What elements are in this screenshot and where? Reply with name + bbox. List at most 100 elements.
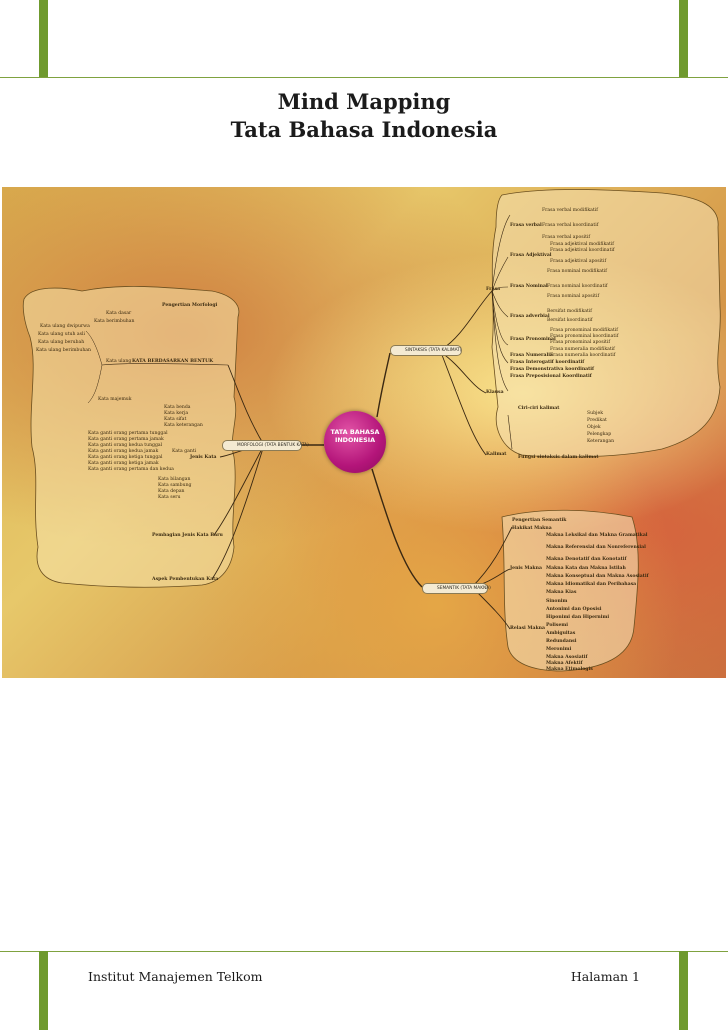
node-jenis-makna: Jenis Makna — [510, 566, 542, 571]
ganti-5: Kata ganti orang ketiga tunggal — [88, 455, 163, 460]
makna-1: Makna Leksikal dan Makna Gramatikal — [546, 533, 648, 538]
relasi-10: Makna Etimologis — [546, 667, 593, 672]
node-ciri-kalimat: Ciri-ciri kalimat — [518, 406, 560, 411]
header-rule — [0, 77, 728, 78]
detail-num-2: Frasa numeralia koordinatif — [550, 353, 616, 358]
detail-num-1: Frasa numeralia modifikatif — [550, 347, 615, 352]
node-kata-ulang: Kata ulang — [106, 359, 132, 364]
relasi-9: Makna Afektif — [546, 661, 583, 666]
central-topic-node — [324, 411, 386, 473]
node-pembagian: Pembagian Jenis Kata Baru — [152, 533, 223, 538]
node-frasa-demonstrativa: Frasa Demonstrativa koordinatif — [510, 367, 594, 372]
jenis-6: Kata bilangan — [158, 477, 191, 482]
ganti-4: Kata ganti orang kedua jamak — [88, 449, 159, 454]
relasi-2: Antonimi dan Oposisi — [546, 607, 602, 612]
ganti-6: Kata ganti orang ketiga jamak — [88, 461, 159, 466]
makna-4: Makna Kata dan Makna Istilah — [546, 566, 626, 571]
ganti-2: Kata ganti orang pertama jamak — [88, 437, 164, 442]
node-frasa-verbal: Frasa verbal — [510, 223, 542, 228]
mind-map-figure: TATA BAHASA INDONESIA SINTAKSIS (TATA KA… — [2, 187, 726, 678]
relasi-6: Redundansi — [546, 639, 577, 644]
branch-semantik: SEMANTIK (TATA MAKNA) — [422, 583, 491, 594]
footer-institution: Institut Manajemen Telkom — [88, 969, 263, 984]
node-frasa-pronominal: Frasa Pronominal — [510, 337, 556, 342]
footer-rule — [0, 951, 728, 952]
jenis-2: Kata kerja — [164, 411, 189, 416]
detail-nom-3: Frasa nominal apositif — [547, 294, 600, 299]
bottom-left-bar — [39, 951, 48, 1030]
top-right-bar — [679, 0, 688, 77]
makna-3: Makna Denotatif dan Konotatif — [546, 557, 627, 562]
detail-adj-3: Frasa adjektival apositif — [550, 259, 607, 264]
detail-adj-1: Frasa adjektival modifikatif — [550, 242, 614, 247]
detail-nom-2: Frasa nominal koordinatif — [547, 284, 608, 289]
ganti-1: Kata ganti orang pertama tunggal — [88, 431, 168, 436]
detail-pro-1: Frasa pronominal modifikatif — [550, 328, 618, 333]
node-frasa: Frasa — [486, 287, 501, 292]
fungsi-3: Objek — [587, 425, 601, 430]
node-frasa-adjektival: Frasa Adjektival — [510, 253, 552, 258]
top-left-bar — [39, 0, 48, 77]
detail-pro-2: Frasa pronominal koordinatif — [550, 334, 619, 339]
detail-pro-3: Frasa pronominal apositif — [550, 340, 611, 345]
bottom-right-bar — [679, 951, 688, 1030]
makna-7: Makna Kias — [546, 590, 577, 595]
relasi-4: Polisemi — [546, 623, 568, 628]
relasi-3: Hiponimi dan Hipernimi — [546, 615, 610, 620]
fungsi-2: Predikat — [587, 418, 607, 423]
ganti-7: Kata ganti orang pertama dan kedua — [88, 467, 174, 472]
detail-adv-2: Bersifat koordinatif — [547, 318, 593, 323]
ulang-4: Kata ulang berimbuhan — [36, 348, 91, 353]
detail-verbal-3: Frasa verbal apositif — [542, 235, 591, 240]
jenis-4: Kata keterangan — [164, 423, 203, 428]
jenis-5: Kata ganti — [172, 449, 197, 454]
makna-2: Makna Referensial dan Nonreferensial — [546, 545, 646, 550]
ulang-3: Kata ulang berubah — [38, 340, 85, 345]
detail-adv-1: Bersifat modifikatif — [547, 309, 592, 314]
node-relasi-makna: Relasi Makna — [510, 626, 545, 631]
node-hakikat-makna: Hakikat Makna — [512, 526, 552, 531]
node-kalimat: Kalimat — [486, 452, 507, 457]
jenis-1: Kata benda — [164, 405, 191, 410]
node-frasa-adverbial: Frasa adverbial — [510, 314, 550, 319]
branch-sintaksis: SINTAKSIS (TATA KALIMAT) — [390, 345, 462, 356]
node-frasa-numeralia: Frasa Numeralia — [510, 353, 553, 358]
ganti-3: Kata ganti orang kedua tunggal — [88, 443, 163, 448]
jenis-8: Kata depan — [158, 489, 185, 494]
relasi-8: Makna Asosiatif — [546, 655, 588, 660]
node-klausa: Klausa — [486, 390, 504, 395]
node-kata-berimbuhan: Kata berimbuhan — [94, 319, 135, 324]
node-fungsi-kalimat: Fungsi sintaksis dalam kalimat — [518, 455, 599, 460]
mind-map-connectors — [22, 189, 721, 672]
node-pengertian-morfologi: Pengertian Morfologi — [162, 303, 218, 308]
node-kata-berdasarkan: KATA BERDASARKAN BENTUK — [132, 359, 214, 364]
node-kata-dasar: Kata dasar — [106, 311, 132, 316]
fungsi-4: Pelengkap — [587, 432, 612, 437]
detail-nom-1: Frasa nominal modifikatif — [547, 269, 607, 274]
makna-5: Makna Konseptual dan Makna Asosiatif — [546, 574, 649, 579]
node-frasa-nominal: Frasa Nominal — [510, 284, 548, 289]
document-title-line-2: Tata Bahasa Indonesia — [230, 117, 498, 142]
node-frasa-preposisional: Frasa Preposisional Koordinatif — [510, 374, 592, 379]
node-jenis-kata: Jenis Kata — [190, 455, 217, 460]
branch-morfologi: MORFOLOGI (TATA BENTUK KATA) — [222, 440, 309, 451]
footer-page-number: Halaman 1 — [570, 969, 640, 984]
makna-6: Makna Idiomatikal dan Peribahasa — [546, 582, 637, 587]
document-title-line-1: Mind Mapping — [277, 89, 451, 114]
node-kata-majemuk: Kata majemuk — [98, 397, 132, 402]
ulang-1: Kata ulang dwipurwa — [40, 324, 90, 329]
central-topic-label: TATA BAHASA INDONESIA — [330, 428, 380, 444]
node-frasa-interogatif: Frasa Interogatif koordinatif — [510, 360, 585, 365]
relasi-1: Sinonim — [546, 599, 568, 604]
relasi-7: Meronimi — [546, 647, 572, 652]
detail-verbal-2: Frasa verbal koordinatif — [542, 223, 599, 228]
detail-adj-2: Frasa adjektival koordinatif — [550, 248, 615, 253]
jenis-7: Kata sambung — [158, 483, 192, 488]
jenis-3: Kata sifat — [164, 417, 187, 422]
relasi-5: Ambiguitas — [546, 631, 576, 636]
node-aspek: Aspek Pembentukan Kata — [152, 577, 219, 582]
node-pengertian-semantik: Pengertian Semantik — [512, 518, 567, 523]
fungsi-5: Keterangan — [587, 439, 615, 444]
fungsi-1: Subjek — [587, 411, 603, 416]
jenis-9: Kata seru — [158, 495, 181, 500]
